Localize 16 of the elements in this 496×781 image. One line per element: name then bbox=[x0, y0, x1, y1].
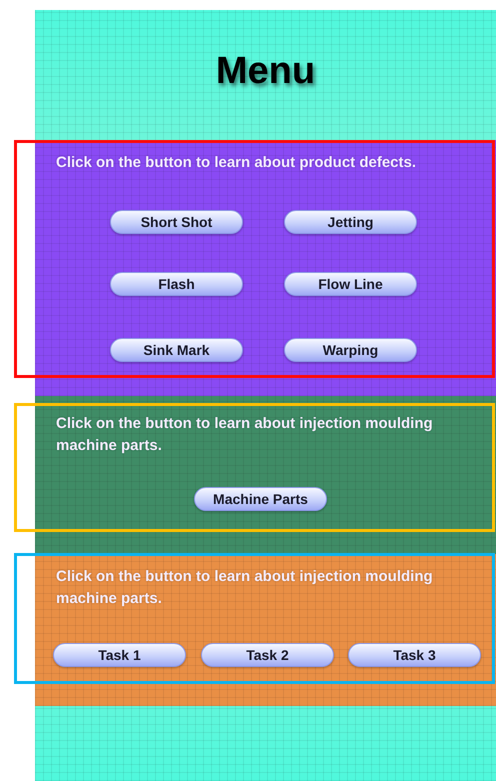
highlight-frame bbox=[14, 403, 495, 532]
menu-button: Machine Parts bbox=[194, 487, 327, 511]
instruction-text: Click on the button to learn about product defects. bbox=[56, 153, 418, 173]
instruction-text: Click on the button to learn about injection moulding machine parts. bbox=[56, 567, 434, 609]
highlight-frame bbox=[14, 553, 495, 684]
menu-button: Jetting bbox=[284, 210, 417, 234]
menu-button: Warping bbox=[284, 338, 417, 362]
menu-button: Task 2 bbox=[201, 643, 334, 667]
menu-button: Short Shot bbox=[110, 210, 243, 234]
menu-button: Flash bbox=[110, 272, 243, 296]
menu-button: Task 1 bbox=[53, 643, 186, 667]
menu-button: Task 3 bbox=[348, 643, 481, 667]
menu-button: Flow Line bbox=[284, 272, 417, 296]
title: Menu bbox=[214, 50, 316, 93]
menu-button: Sink Mark bbox=[110, 338, 243, 362]
instruction-text: Click on the button to learn about injection moulding machine parts. bbox=[56, 414, 434, 456]
